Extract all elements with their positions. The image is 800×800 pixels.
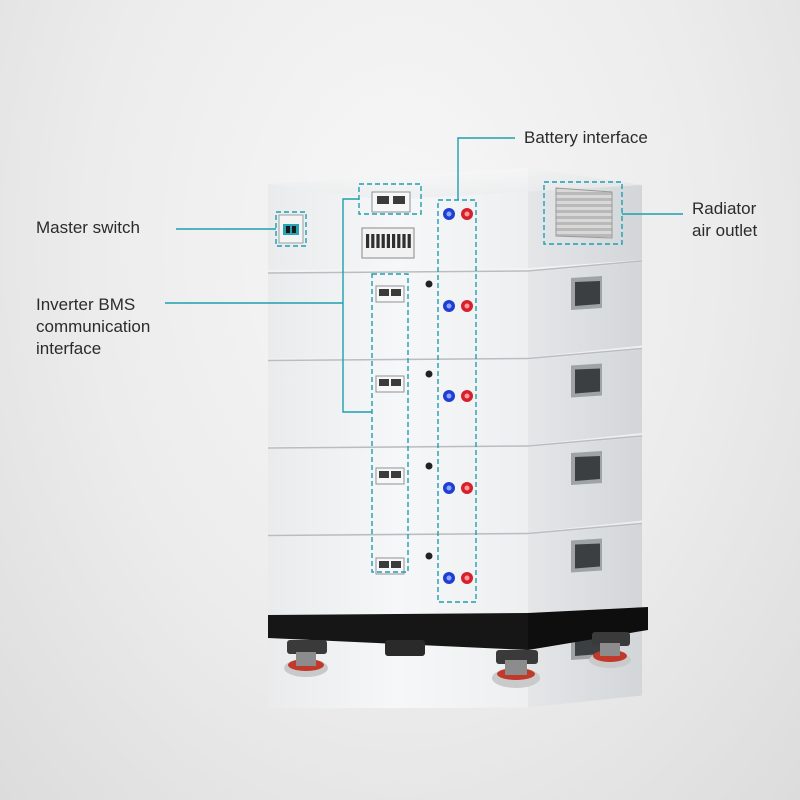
bms-ports-2	[375, 280, 433, 303]
negative-terminal-core	[446, 485, 452, 491]
module-handle-recess	[575, 368, 600, 394]
module-side	[528, 262, 642, 358]
port-right	[391, 471, 401, 478]
indicator-light	[425, 280, 433, 288]
battery-terminals-3	[443, 390, 473, 402]
module-front	[268, 447, 528, 534]
indicator-light	[425, 370, 433, 378]
radiator-box	[543, 181, 623, 245]
battery-module-2	[267, 347, 643, 446]
port-left	[379, 379, 389, 386]
wheel-front-left	[284, 640, 328, 677]
wheel-front-center	[492, 650, 540, 688]
battery-terminals-1	[443, 208, 473, 220]
terminal-block-slot	[392, 234, 396, 248]
battery-terminals-2	[443, 300, 473, 312]
bms-label-line2: communication	[36, 317, 151, 336]
battery-interface-leader	[457, 137, 515, 200]
battery-module-1	[267, 260, 643, 359]
terminal-block-slot	[381, 234, 385, 248]
module-front	[268, 272, 528, 359]
positive-terminal-core	[464, 211, 470, 217]
battery-module-3	[267, 435, 643, 534]
negative-terminal-core	[446, 211, 452, 217]
terminal-block-slot	[402, 234, 406, 248]
cabinet	[267, 168, 648, 709]
wheel-rear-left	[385, 640, 425, 656]
indicator-light	[425, 462, 433, 470]
module-seam-front	[267, 270, 529, 274]
bms-ports-5	[375, 552, 433, 575]
battery-module-4	[267, 522, 643, 621]
module-seam-front	[267, 445, 529, 449]
module-handle-recess	[575, 281, 600, 306]
battery-terminals-5	[443, 572, 473, 584]
cabinet-top	[268, 168, 642, 200]
battery-modules	[267, 260, 643, 709]
negative-terminal-core	[446, 393, 452, 399]
module-seam-side	[527, 435, 643, 447]
bms-ports-4	[375, 462, 433, 485]
module-front	[268, 534, 528, 621]
port-left	[379, 471, 389, 478]
module-side	[528, 524, 642, 620]
positive-terminal-core	[464, 303, 470, 309]
module-seam-front	[267, 357, 529, 362]
module-seam-side	[527, 347, 643, 360]
positive-terminal-core	[464, 393, 470, 399]
port-right	[391, 561, 401, 568]
battery-terminals-4	[443, 482, 473, 494]
bms-ports-3	[375, 370, 433, 393]
port-left	[379, 289, 389, 296]
bms-box-modules	[371, 273, 409, 573]
base-side	[528, 607, 648, 650]
caster-wheels	[284, 632, 631, 688]
callouts	[165, 137, 683, 603]
positive-terminal-core	[464, 575, 470, 581]
module-side	[528, 349, 642, 445]
battery-interface-label: Battery interface	[524, 128, 648, 147]
terminal-block-slot	[371, 234, 375, 248]
indicator-light	[425, 552, 433, 560]
terminal-block-slot	[407, 234, 411, 248]
port-right	[391, 379, 401, 386]
negative-terminal-core	[446, 575, 452, 581]
positive-terminal-core	[464, 485, 470, 491]
radiator-grill	[555, 187, 613, 239]
master-switch	[278, 214, 304, 244]
master-switch-label: Master switch	[36, 218, 140, 237]
terminal-block-slot	[386, 234, 390, 248]
bms-bracket	[342, 198, 372, 413]
base-front	[268, 613, 528, 650]
radiator-label-line2: air outlet	[692, 221, 758, 240]
module-seam-front	[267, 532, 529, 537]
terminal-block	[361, 227, 415, 259]
terminal-block-slot	[397, 234, 401, 248]
head-bms-ports	[371, 191, 411, 213]
module-side	[528, 437, 642, 533]
module-details	[375, 208, 473, 584]
module-front	[268, 359, 528, 446]
bms-label-line1: Inverter BMS	[36, 295, 136, 314]
radiator-label-line1: Radiator	[692, 199, 757, 218]
battery-interface-box	[437, 199, 477, 603]
negative-terminal-core	[446, 303, 452, 309]
module-seam-side	[527, 522, 643, 535]
module-handle-recess	[575, 543, 600, 569]
terminal-block-slot	[366, 234, 370, 248]
module-seam-side	[527, 260, 643, 272]
port-left	[379, 561, 389, 568]
bms-label-line3: interface	[36, 339, 102, 358]
port-right	[391, 289, 401, 296]
wheel-rear-right	[589, 632, 631, 668]
module-handle-recess	[575, 456, 600, 481]
terminal-block-slot	[376, 234, 380, 248]
